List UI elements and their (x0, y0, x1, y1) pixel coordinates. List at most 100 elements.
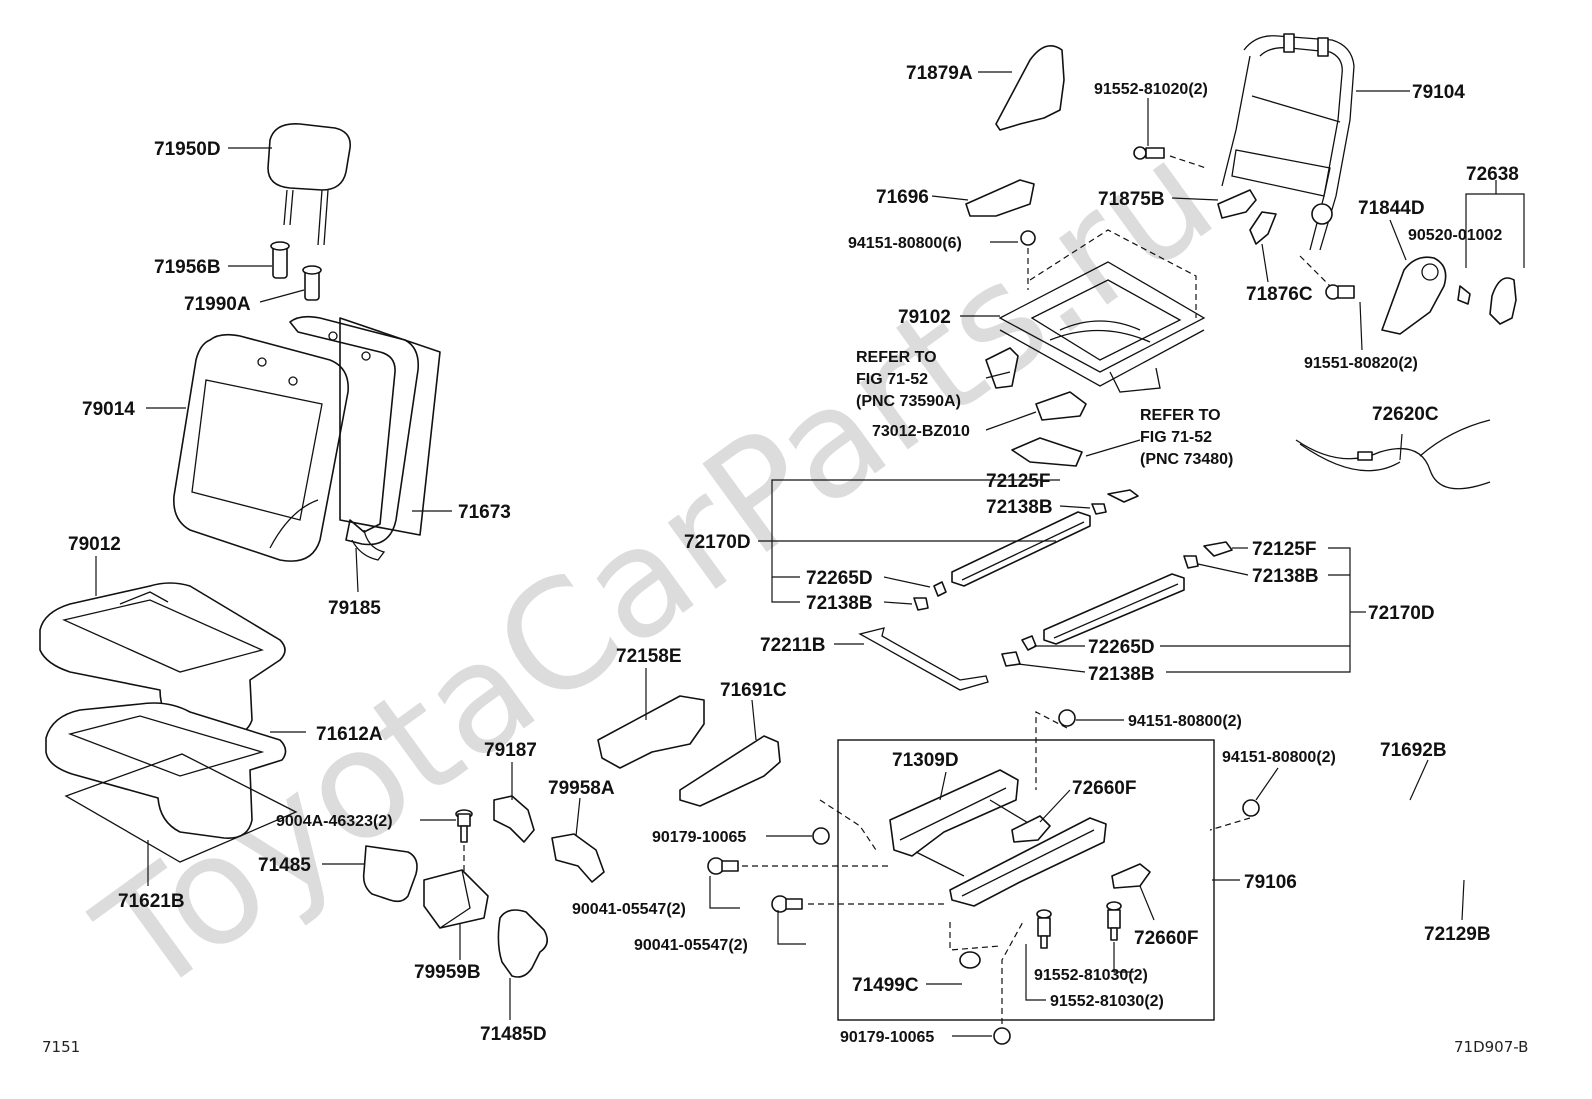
rod-72211B-part (858, 627, 989, 691)
bracket-79187-part (493, 795, 535, 843)
clip-72138B-b-part (913, 597, 929, 611)
label-72170D-a: 72170D (684, 532, 751, 553)
cover-71485-part (362, 845, 418, 903)
label-79102: 79102 (898, 307, 951, 328)
nut-94151-2b-part (1242, 799, 1260, 817)
label-71612A: 71612A (316, 724, 383, 745)
label-79106: 79106 (1244, 872, 1297, 893)
label-71844D: 71844D (1358, 198, 1425, 219)
clip-72125F-a-part (1107, 489, 1139, 503)
label-73012-BZ010: 73012-BZ010 (872, 423, 970, 440)
label-71990A: 71990A (184, 294, 251, 315)
label-72125F-a: 72125F (986, 471, 1050, 492)
label-72638: 72638 (1466, 164, 1519, 185)
label-72125F-b: 72125F (1252, 539, 1316, 560)
refer-note-2-line3: (PNC 73480) (1140, 451, 1233, 468)
label-90179-10065-b: 90179-10065 (840, 1029, 934, 1046)
nut-94151-2a-part (1058, 709, 1076, 727)
label-71621B: 71621B (118, 891, 185, 912)
cover-79959B-part (423, 869, 489, 929)
refer-part-73590A (985, 347, 1019, 389)
seat-cushion-frame-part (998, 229, 1206, 393)
seatback-cover-part (173, 333, 349, 562)
label-91552-81020: 91552-81020(2) (1094, 81, 1208, 98)
label-79959B: 79959B (414, 962, 481, 983)
leader-lines (95, 71, 1525, 1037)
refer-note-2-line1: REFER TO (1140, 407, 1221, 424)
label-9004A-46323: 9004A-46323(2) (276, 813, 393, 830)
label-72211B: 72211B (760, 635, 826, 656)
label-71499C: 71499C (852, 975, 919, 996)
part-labels: 71950D 71956B 71990A 79014 71673 79185 7… (68, 63, 1519, 1046)
label-91552-81030-b: 91552-81030(2) (1050, 993, 1164, 1010)
label-72138B-a: 72138B (986, 497, 1053, 518)
label-72158E: 72158E (616, 646, 682, 667)
footer-right-code: 71D907-B (1454, 1038, 1528, 1056)
label-71879A: 71879A (906, 63, 973, 84)
label-79104: 79104 (1412, 82, 1465, 103)
label-72620C: 72620C (1372, 404, 1439, 425)
clip-90520-part (1457, 285, 1471, 305)
label-72138B-c: 72138B (1252, 566, 1319, 587)
label-91552-81030-a: 91552-81030(2) (1034, 967, 1148, 984)
bolt-91552-81030-a-part (1036, 909, 1052, 949)
clip-72265D-a-part (933, 581, 947, 597)
label-72660F-a: 72660F (1072, 778, 1136, 799)
footer-left-code: 7151 (42, 1038, 80, 1056)
label-90041-05547-b: 90041-05547(2) (634, 937, 748, 954)
label-90041-05547-a: 90041-05547(2) (572, 901, 686, 918)
bolt-90041-a-part (707, 857, 739, 875)
label-71691C: 71691C (720, 680, 787, 701)
watermark: ToyotaCarParts.ru (68, 109, 1244, 1030)
label-79185: 79185 (328, 598, 381, 619)
nut-90179-a-part (812, 827, 830, 845)
bracket-71875B-part (1217, 189, 1257, 219)
refer-note-2-line2: FIG 71-52 (1140, 429, 1212, 446)
label-71876C: 71876C (1246, 284, 1313, 305)
bracket-79958A-part (551, 833, 605, 883)
label-79187: 79187 (484, 740, 537, 761)
clip-72138B-a-part (1091, 503, 1107, 515)
label-79012: 79012 (68, 534, 121, 555)
cover-71485D-part (497, 909, 548, 978)
bolt-90041-b-part (771, 895, 803, 913)
label-72138B-d: 72138B (1088, 664, 1155, 685)
label-79958A: 79958A (548, 778, 615, 799)
seat-track-72170D-left-part (951, 511, 1091, 587)
label-72129B: 72129B (1424, 924, 1491, 945)
bracket-72660F-a-part (1011, 815, 1051, 843)
label-79014: 79014 (82, 399, 135, 420)
seat-adjuster-71309D-part (889, 769, 1107, 907)
clip-72138B-d-part (1001, 651, 1021, 667)
nut-90179-b-part (993, 1027, 1011, 1045)
headrest-part (267, 123, 352, 246)
refer-note-1-line3: (PNC 73590A) (856, 393, 961, 410)
cap-71499C-part (959, 951, 981, 969)
label-71673: 71673 (458, 502, 511, 523)
cover-71691C-part (679, 735, 781, 807)
seatback-pad-part (289, 315, 441, 561)
seatback-frame-part (1221, 33, 1355, 251)
label-71875B: 71875B (1098, 189, 1165, 210)
seat-cushion-cover-part (39, 582, 286, 736)
refer-note-1-line2: FIG 71-52 (856, 371, 928, 388)
label-71485: 71485 (258, 855, 311, 876)
label-90179-10065-a: 90179-10065 (652, 829, 746, 846)
refer-note-1-line1: REFER TO (856, 349, 937, 366)
cover-71844D-part (1381, 256, 1447, 335)
label-71950D: 71950D (154, 139, 221, 160)
label-71696: 71696 (876, 187, 929, 208)
label-72170D-b: 72170D (1368, 603, 1435, 624)
bracket-71696-part (965, 179, 1035, 217)
clip-72125F-b-part (1203, 541, 1233, 557)
label-71692B: 71692B (1380, 740, 1447, 761)
bolt-9004A-part (455, 809, 473, 843)
seat-cushion-pad-part (45, 702, 287, 839)
bracket-73012-part (1035, 391, 1087, 421)
cover-71879A-part (995, 44, 1065, 131)
clip-72138B-c-part (1183, 555, 1199, 569)
label-71956B: 71956B (154, 257, 221, 278)
label-90520-01002: 90520-01002 (1408, 227, 1502, 244)
label-94151-80800-2a: 94151-80800(2) (1128, 713, 1242, 730)
